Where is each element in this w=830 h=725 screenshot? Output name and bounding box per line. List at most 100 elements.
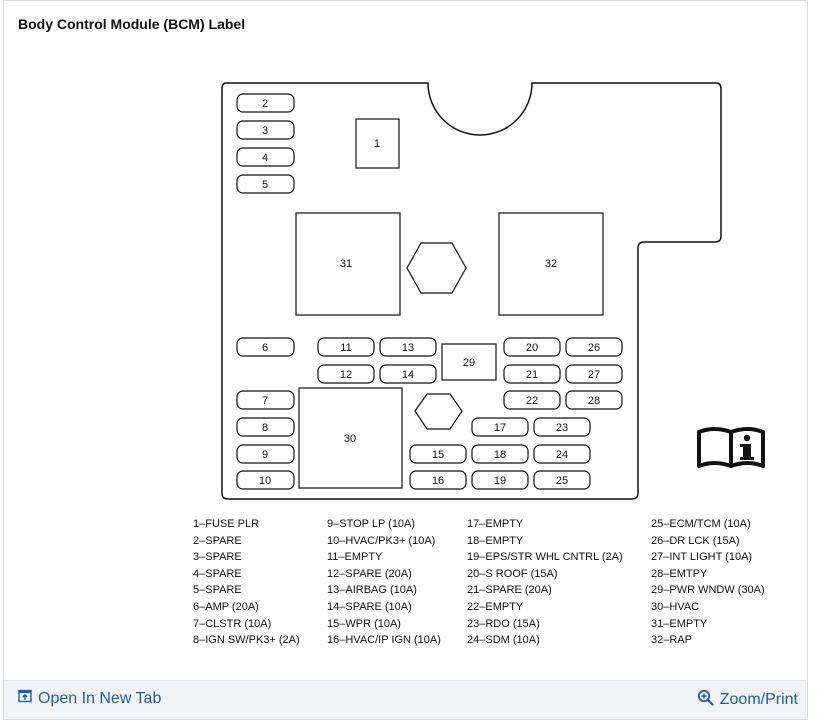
hex-bolt-lower bbox=[414, 393, 463, 430]
svg-text:3: 3 bbox=[262, 125, 268, 137]
fuse-7: 7 bbox=[236, 390, 295, 410]
svg-text:30: 30 bbox=[344, 433, 356, 445]
fuse-10: 10 bbox=[236, 470, 295, 490]
legend-entry: 13–AIRBAG (10A) bbox=[327, 584, 417, 597]
fuse-25: 25 bbox=[533, 470, 591, 490]
fuse-12: 12 bbox=[317, 364, 375, 384]
svg-text:27: 27 bbox=[588, 369, 600, 381]
fuse-21: 21 bbox=[503, 364, 561, 384]
open-new-tab-icon bbox=[18, 689, 32, 708]
svg-text:8: 8 bbox=[262, 422, 268, 434]
svg-text:19: 19 bbox=[494, 475, 506, 487]
hex-bolt-upper bbox=[406, 242, 467, 294]
svg-text:29: 29 bbox=[463, 357, 475, 369]
fuse-8: 8 bbox=[236, 417, 295, 437]
fuse-19: 19 bbox=[471, 470, 529, 490]
legend-entry: 15–WPR (10A) bbox=[327, 617, 401, 630]
legend-entry: 24–SDM (10A) bbox=[467, 634, 540, 647]
legend-entry: 14–SPARE (10A) bbox=[327, 600, 412, 613]
svg-text:32: 32 bbox=[545, 258, 557, 270]
svg-text:17: 17 bbox=[494, 422, 506, 434]
fuse-24: 24 bbox=[533, 444, 591, 464]
svg-text:15: 15 bbox=[432, 449, 444, 461]
svg-text:20: 20 bbox=[526, 342, 538, 354]
legend-entry: 27–INT LIGHT (10A) bbox=[651, 551, 753, 564]
fuse-17: 17 bbox=[471, 417, 529, 437]
legend-entry: 3–SPARE bbox=[193, 551, 242, 564]
legend-entry: 20–S ROOF (15A) bbox=[467, 567, 558, 580]
open-in-new-tab-label: Open In New Tab bbox=[38, 689, 162, 707]
svg-text:16: 16 bbox=[432, 475, 444, 487]
bcm-diagram-svg: 2 3 4 5 1 31 32 6 7 8 9 bbox=[221, 82, 765, 500]
legend-entry: 8–IGN SW/PK3+ (2A) bbox=[193, 634, 300, 647]
zoom-magnifier-icon bbox=[697, 689, 714, 711]
legend-entry: 31–EMPTY bbox=[651, 617, 708, 630]
relay-30: 30 bbox=[298, 387, 403, 489]
relay-32: 32 bbox=[498, 212, 604, 316]
legend-entry: 4–SPARE bbox=[193, 567, 242, 580]
fuse-3: 3 bbox=[236, 120, 295, 140]
legend-entry: 22–EMPTY bbox=[467, 600, 524, 613]
fuse-11: 11 bbox=[317, 337, 375, 357]
legend-entry: 10–HVAC/PK3+ (10A) bbox=[327, 534, 436, 547]
fuse-16: 16 bbox=[409, 470, 467, 490]
svg-text:21: 21 bbox=[526, 369, 538, 381]
fuse-28: 28 bbox=[565, 390, 623, 410]
module-outline bbox=[221, 82, 722, 500]
fuse-20: 20 bbox=[503, 337, 561, 357]
fuse-29: 29 bbox=[441, 343, 497, 381]
legend-entry: 30–HVAC bbox=[651, 600, 700, 613]
fuse-13: 13 bbox=[379, 337, 437, 357]
svg-text:12: 12 bbox=[340, 369, 352, 381]
bcm-diagram: 2 3 4 5 1 31 32 6 7 8 9 bbox=[221, 82, 765, 500]
fuse-9: 9 bbox=[236, 444, 295, 464]
svg-text:6: 6 bbox=[262, 342, 268, 354]
open-in-new-tab-link[interactable]: Open In New Tab bbox=[18, 689, 161, 708]
legend-entry: 28–EMTPY bbox=[651, 567, 708, 580]
legend-entry: 25–ECM/TCM (10A) bbox=[651, 518, 751, 530]
legend-entry: 12–SPARE (20A) bbox=[327, 567, 412, 580]
legend-column-1: 1–FUSE PLR 2–SPARE 3–SPARE 4–SPARE 5–SPA… bbox=[193, 516, 300, 649]
zoom-print-label: Zoom/Print bbox=[719, 691, 798, 708]
zoom-print-link[interactable]: Zoom/Print bbox=[697, 689, 798, 711]
fuse-4: 4 bbox=[236, 147, 295, 167]
svg-text:25: 25 bbox=[556, 475, 568, 487]
page-title: Body Control Module (BCM) Label bbox=[18, 16, 246, 32]
relay-31: 31 bbox=[295, 212, 401, 316]
svg-text:13: 13 bbox=[402, 342, 414, 354]
legend-entry: 32–RAP bbox=[651, 634, 692, 647]
image-panel bbox=[3, 0, 808, 720]
svg-text:18: 18 bbox=[494, 449, 506, 461]
svg-text:7: 7 bbox=[262, 395, 268, 407]
fuse-15: 15 bbox=[409, 444, 467, 464]
legend-entry: 18–EMPTY bbox=[467, 534, 524, 547]
image-footer-bar: Open In New Tab Zoom/Print bbox=[4, 680, 806, 719]
legend-entry: 26–DR LCK (15A) bbox=[651, 534, 740, 547]
legend-entry: 16–HVAC/IP IGN (10A) bbox=[327, 634, 441, 647]
svg-text:23: 23 bbox=[556, 422, 568, 434]
legend-entry: 19–EPS/STR WHL CNTRL (2A) bbox=[467, 551, 623, 564]
svg-text:31: 31 bbox=[340, 258, 352, 270]
fuse-14: 14 bbox=[379, 364, 437, 384]
svg-text:2: 2 bbox=[262, 98, 268, 110]
fuse-6: 6 bbox=[236, 337, 295, 357]
legend-entry: 1–FUSE PLR bbox=[193, 518, 260, 530]
legend-entry: 7–CLSTR (10A) bbox=[193, 617, 272, 630]
svg-text:11: 11 bbox=[340, 342, 351, 354]
fuse-18: 18 bbox=[471, 444, 529, 464]
svg-text:26: 26 bbox=[588, 342, 600, 354]
svg-text:1: 1 bbox=[374, 138, 380, 150]
svg-text:4: 4 bbox=[262, 152, 268, 164]
legend-entry: 2–SPARE bbox=[193, 534, 242, 547]
svg-text:24: 24 bbox=[556, 449, 568, 461]
fuse-27: 27 bbox=[565, 364, 623, 384]
legend-entry: 9–STOP LP (10A) bbox=[327, 518, 416, 530]
svg-text:10: 10 bbox=[259, 475, 271, 487]
relay-1: 1 bbox=[355, 118, 400, 169]
fuse-22: 22 bbox=[503, 390, 561, 410]
legend-entry: 11–EMPTY bbox=[327, 551, 383, 564]
legend-entry: 29–PWR WNDW (30A) bbox=[651, 584, 765, 597]
legend-entry: 5–SPARE bbox=[193, 584, 242, 597]
legend-entry: 23–RDO (15A) bbox=[467, 617, 540, 630]
info-manual-icon bbox=[697, 427, 765, 468]
